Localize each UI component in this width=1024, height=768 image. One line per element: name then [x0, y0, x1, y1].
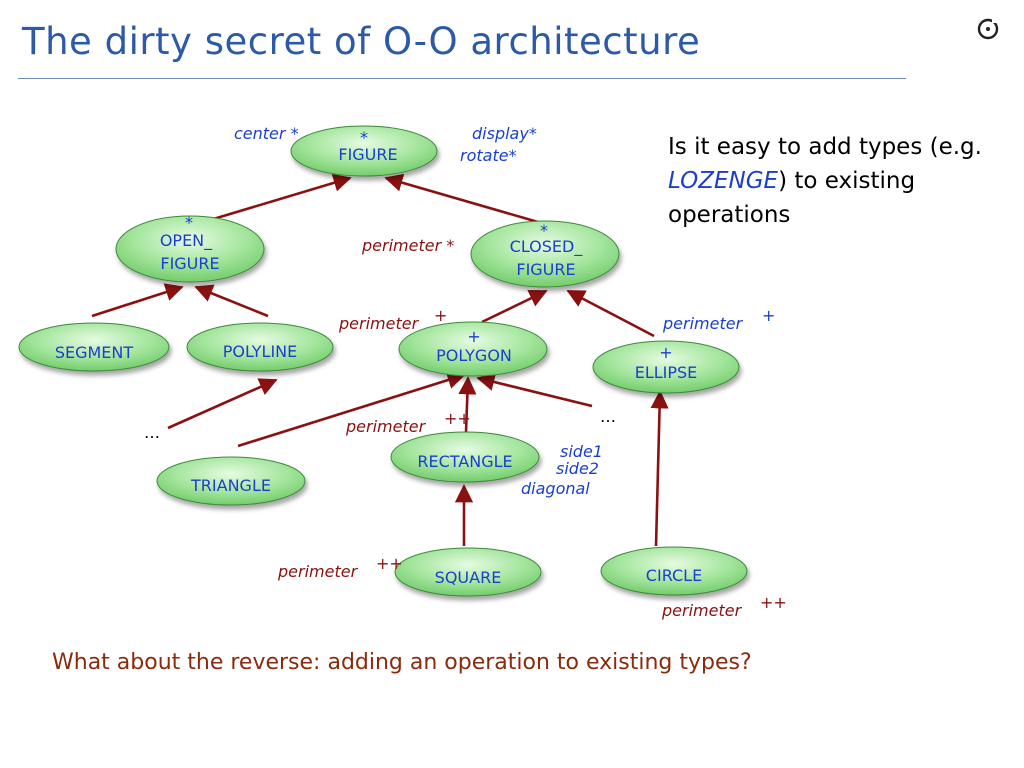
node-ellipse: + ELLIPSE — [592, 340, 740, 394]
node-open-figure-line2: FIGURE — [160, 254, 219, 273]
node-rectangle-label: RECTANGLE — [417, 452, 512, 471]
question-text: Is it easy to add types (e.g. LOZENGE) t… — [668, 130, 1008, 232]
feature-diagonal: diagonal — [521, 479, 590, 498]
logo-icon — [977, 18, 999, 40]
feature-circle-perimeter-mark: ++ — [760, 593, 787, 612]
node-circle: CIRCLE — [600, 546, 748, 596]
arrow-ellipsis-to-polyline — [167, 378, 278, 430]
node-figure: * FIGURE — [290, 125, 438, 177]
question-part2: ) to existing operations — [668, 168, 916, 228]
node-figure-label: FIGURE — [338, 145, 397, 164]
title-divider — [18, 78, 906, 79]
arrow-ellipse-to-closed — [566, 289, 655, 338]
node-segment-label: SEGMENT — [55, 343, 134, 362]
node-rectangle: RECTANGLE — [390, 431, 540, 483]
feature-side1: side1 — [560, 442, 603, 461]
node-triangle-label: TRIANGLE — [190, 476, 271, 495]
arrow-triangle-to-polygon — [237, 371, 466, 448]
feature-circle-perimeter: perimeter — [661, 601, 743, 620]
node-open-figure-marker: * — [185, 213, 193, 232]
node-square: SQUARE — [394, 547, 542, 597]
arrow-segment-to-open — [91, 283, 184, 318]
node-polygon: + POLYGON — [398, 321, 548, 377]
node-closed-figure-line2: FIGURE — [516, 260, 575, 279]
feature-rotate: rotate* — [460, 146, 517, 165]
arrow-ellipsis-to-polygon — [476, 373, 593, 408]
node-open-figure-line1: OPEN_ — [160, 231, 213, 251]
node-polygon-label: POLYGON — [436, 346, 512, 365]
reverse-question: What about the reverse: adding an operat… — [52, 650, 752, 675]
arrow-circle-to-ellipse — [650, 390, 669, 547]
node-closed-figure-marker: * — [540, 221, 548, 240]
ellipsis-left: … — [144, 423, 160, 442]
feature-square-perimeter-mark: ++ — [376, 554, 403, 573]
ellipsis-right: … — [600, 407, 616, 426]
arrow-open-to-figure — [209, 173, 352, 222]
node-figure-marker: * — [360, 128, 368, 147]
feature-polygon-perimeter-mark: + — [434, 306, 447, 325]
node-ellipse-label: ELLIPSE — [635, 363, 698, 382]
arrow-closed-to-figure — [384, 173, 539, 224]
question-part1: Is it easy to add types (e.g. — [668, 134, 982, 160]
node-open-figure: * OPEN_ FIGURE — [115, 213, 265, 283]
question-highlight: LOZENGE — [668, 168, 779, 194]
feature-square-perimeter: perimeter — [277, 562, 359, 581]
feature-closed-perimeter: perimeter * — [361, 236, 454, 255]
node-circle-label: CIRCLE — [646, 566, 702, 585]
node-polyline: POLYLINE — [186, 322, 334, 372]
feature-center: center * — [234, 124, 299, 143]
feature-side2: side2 — [556, 459, 599, 478]
node-segment: SEGMENT — [18, 322, 170, 372]
arrow-rectangle-to-polygon — [458, 376, 477, 433]
feature-rectangle-perimeter-mark: ++ — [444, 409, 471, 428]
node-square-label: SQUARE — [435, 568, 502, 587]
node-closed-figure-line1: CLOSED_ — [510, 237, 584, 257]
slide-title: The dirty secret of O-O architecture — [22, 20, 701, 63]
node-polygon-marker: + — [467, 327, 480, 346]
node-ellipse-marker: + — [659, 343, 672, 362]
arrow-polyline-to-open — [194, 284, 269, 318]
node-closed-figure: * CLOSED_ FIGURE — [470, 220, 620, 288]
feature-rectangle-perimeter: perimeter — [345, 417, 427, 436]
node-triangle: TRIANGLE — [156, 456, 306, 506]
arrow-polygon-to-closed — [481, 289, 548, 324]
node-polyline-label: POLYLINE — [223, 342, 298, 361]
feature-ellipse-perimeter-mark: + — [762, 306, 775, 325]
feature-display: display* — [472, 124, 537, 143]
feature-polygon-perimeter: perimeter — [338, 314, 420, 333]
feature-ellipse-perimeter: perimeter — [662, 314, 744, 333]
